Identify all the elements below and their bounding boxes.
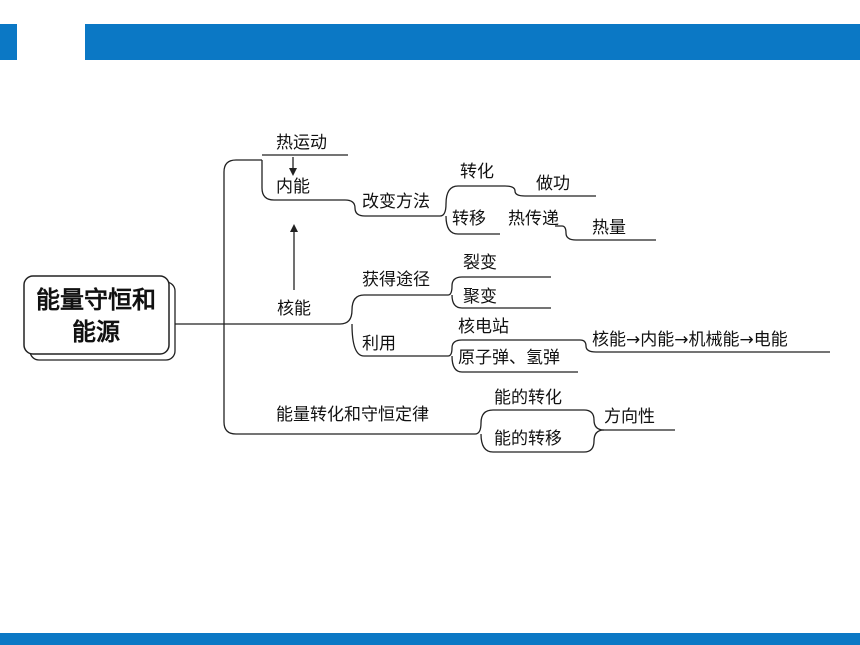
nuclear-energy-label: 核能 xyxy=(277,299,311,319)
nuclear-branch xyxy=(339,276,830,373)
main-bracket xyxy=(175,159,475,435)
root-title-line1: 能量守恒和 xyxy=(36,286,156,314)
internal-energy-label: 内能 xyxy=(276,177,310,197)
bombs-label: 原子弹、氢弹 xyxy=(458,348,560,368)
conversion-label: 转化 xyxy=(460,162,494,182)
thermal-motion-label: 热运动 xyxy=(276,133,327,153)
heat-label: 热量 xyxy=(592,218,626,238)
root-node: 能量守恒和 能源 xyxy=(23,275,176,361)
change-methods-label: 改变方法 xyxy=(362,192,430,212)
heat-transfer-label: 热传递 xyxy=(508,209,559,229)
utilization-label: 利用 xyxy=(362,334,396,354)
conservation-branch xyxy=(474,409,675,453)
footer-bar xyxy=(0,633,860,645)
conservation-law-label: 能量转化和守恒定律 xyxy=(276,405,429,425)
fission-label: 裂变 xyxy=(463,253,497,273)
ways-to-obtain-label: 获得途径 xyxy=(362,270,430,290)
energy-transfer-label: 能的转移 xyxy=(494,429,562,449)
transfer-label: 转移 xyxy=(452,209,486,229)
energy-chain-label: 核能→内能→机械能→电能 xyxy=(592,330,788,350)
header-bar xyxy=(85,24,860,60)
nuclear-power-plant-label: 核电站 xyxy=(458,317,509,337)
energy-conversion-label: 能的转化 xyxy=(494,388,562,408)
header-left-block xyxy=(0,24,17,60)
work-label: 做功 xyxy=(536,174,570,194)
internal-energy-branch xyxy=(261,154,656,290)
fusion-label: 聚变 xyxy=(463,287,497,307)
root-title-line2: 能源 xyxy=(72,318,120,346)
directionality-label: 方向性 xyxy=(604,407,655,427)
